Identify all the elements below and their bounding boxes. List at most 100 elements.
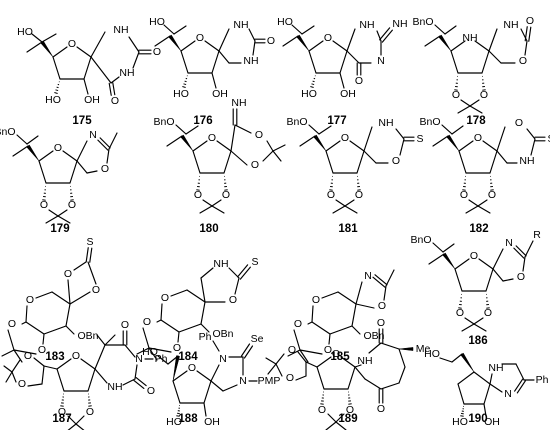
atom-label: NH xyxy=(113,24,128,36)
atom-label: O xyxy=(194,189,202,201)
compound-number: 180 xyxy=(199,223,218,235)
atom-label: O xyxy=(526,15,534,27)
atom-label: O xyxy=(222,189,230,201)
atom-label: HO xyxy=(166,416,182,428)
atom-label: NH xyxy=(119,67,134,79)
atom-label: O xyxy=(229,294,237,306)
atom-label: N xyxy=(377,55,385,67)
atom-label: O xyxy=(474,132,482,144)
atom-label: O xyxy=(519,55,527,67)
compound-number: 182 xyxy=(469,223,488,235)
atom-label: NH xyxy=(503,19,518,31)
compound-182: BnOOOOOSNH182 xyxy=(419,116,550,235)
atom-label: O xyxy=(484,307,492,319)
atom-label: OH xyxy=(84,94,100,106)
atom-label: OBn xyxy=(363,330,384,342)
atom-label: O xyxy=(173,342,181,354)
atom-label: O xyxy=(456,307,464,319)
atom-label: S xyxy=(416,133,423,145)
atom-label: OH xyxy=(484,416,500,428)
atom-label: Se xyxy=(251,333,264,345)
atom-label: OBn xyxy=(212,328,233,340)
atom-label: O xyxy=(111,95,119,107)
atom-label: N xyxy=(219,353,227,365)
atom-label: O xyxy=(72,350,80,362)
atom-label: O xyxy=(286,372,294,384)
atom-label: NH xyxy=(243,55,258,67)
atom-label: O xyxy=(64,268,72,280)
compound-number: 184 xyxy=(178,351,198,363)
atom-label: HO xyxy=(301,88,317,100)
atom-label: O xyxy=(324,32,332,44)
compound-179: BnOOOONO179 xyxy=(0,126,118,235)
atom-label: O xyxy=(392,155,400,167)
atom-label: BnO xyxy=(419,116,440,128)
atom-label: HO xyxy=(142,346,158,358)
compound-number: 178 xyxy=(466,115,486,127)
atom-label: O xyxy=(332,348,340,360)
atom-label: O xyxy=(341,132,349,144)
compound-number: 189 xyxy=(338,413,357,425)
atom-label: BnO xyxy=(412,16,433,28)
atom-label: O xyxy=(452,89,460,101)
atom-label: O xyxy=(255,129,263,141)
atom-label: BnO xyxy=(0,126,16,138)
atom-label: O xyxy=(327,189,335,201)
atom-label: O xyxy=(208,132,216,144)
compound-number: 188 xyxy=(178,413,198,425)
atom-label: O xyxy=(8,318,16,330)
compound-number: 179 xyxy=(50,223,69,235)
atom-label: NH xyxy=(107,381,122,393)
atom-label: O xyxy=(251,159,259,171)
atom-label: OH xyxy=(340,88,356,100)
compound-number: 187 xyxy=(52,413,71,425)
atom-label: R xyxy=(533,229,541,241)
atom-label: O xyxy=(470,250,478,262)
compound-number: 186 xyxy=(468,335,487,347)
atom-label: O xyxy=(121,319,129,331)
atom-label: NH xyxy=(213,258,228,270)
atom-label: O xyxy=(188,362,196,374)
atom-label: O xyxy=(312,294,320,306)
atom-label: HO xyxy=(452,416,468,428)
atom-label: PMP xyxy=(258,375,281,387)
atom-label: OH xyxy=(212,88,228,100)
atom-label: O xyxy=(68,38,76,50)
compound-number: 183 xyxy=(45,351,64,363)
atom-label: HO xyxy=(424,348,440,360)
atom-label: N xyxy=(239,375,247,387)
atom-label: O xyxy=(515,117,523,129)
atom-label: O xyxy=(355,189,363,201)
atom-label: N xyxy=(135,353,143,365)
atom-label: Ph xyxy=(199,331,212,343)
atom-label: Ph xyxy=(536,374,549,386)
atom-label: HO xyxy=(173,88,189,100)
atom-label: O xyxy=(147,385,155,397)
atom-label: O xyxy=(460,189,468,201)
atom-label: O xyxy=(346,404,354,416)
atom-label: NH xyxy=(357,355,372,367)
atom-label: NH xyxy=(378,117,393,129)
atom-label: O xyxy=(58,406,66,418)
atom-label: O xyxy=(143,316,151,328)
atom-label: O xyxy=(38,344,46,356)
atom-label: OBn xyxy=(77,330,98,342)
atom-label: O xyxy=(517,271,525,283)
atom-label: N xyxy=(505,237,513,249)
atom-label: N xyxy=(504,388,512,400)
atom-label: HO xyxy=(277,16,293,28)
atom-label: O xyxy=(377,403,385,415)
atom-label: O xyxy=(196,32,204,44)
atom-label: O xyxy=(324,344,332,356)
atom-label: O xyxy=(355,75,363,87)
atom-label: BnO xyxy=(153,116,174,128)
atom-label: O xyxy=(24,350,32,362)
atom-label: HO xyxy=(45,94,61,106)
atom-label: O xyxy=(288,344,296,356)
